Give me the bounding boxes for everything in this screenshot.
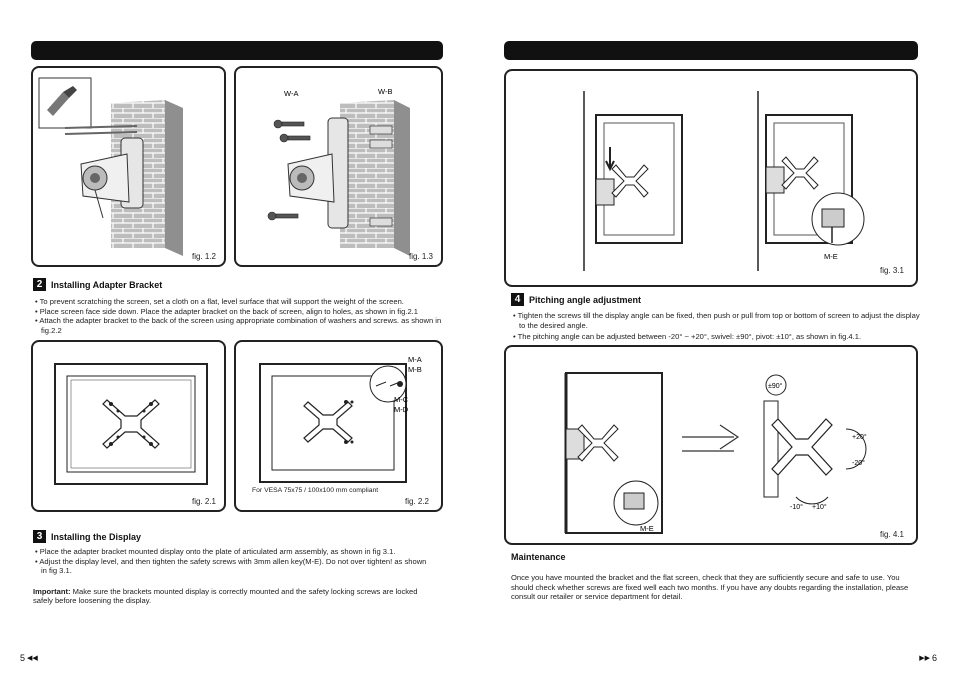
install-display-illustration: M-E xyxy=(583,91,865,271)
left-arrows-icon: ◀◀ xyxy=(27,655,38,662)
label-m-b: M-B xyxy=(408,365,422,374)
section-4-bullet: • The pitching angle can be adjusted bet… xyxy=(513,332,862,342)
fig-1-3-caption: fig. 1.3 xyxy=(408,252,433,261)
fig-3-1-caption: fig. 3.1 xyxy=(879,266,904,275)
section-2-title: Installing Adapter Bracket xyxy=(51,279,163,290)
section-2-number: 2 xyxy=(33,278,46,291)
label-pivot-left: -10° xyxy=(790,503,803,511)
figure-4-1: M-E ±90° +20° -20° -10° +10° fig. 4.1 xyxy=(504,345,918,545)
section-4-bullet-text: The pitching angle can be adjusted betwe… xyxy=(517,332,862,342)
label-m-a: M-A xyxy=(408,355,422,364)
important-text: Make sure the brackets mounted display i… xyxy=(33,586,418,606)
section-4-text: • Tighten the screws till the display an… xyxy=(511,311,921,342)
figure-2-1: fig. 2.1 xyxy=(31,340,226,512)
figure-1-2: fig. 1.2 xyxy=(31,66,226,267)
section-4-bullet: • Tighten the screws till the display an… xyxy=(513,311,920,330)
label-pitch-down: -20° xyxy=(852,459,865,467)
left-header-bar xyxy=(31,41,443,60)
wall-mount-illustration xyxy=(38,77,183,256)
fig-2-1-caption: fig. 2.1 xyxy=(191,497,216,506)
fig-4-1-caption: fig. 4.1 xyxy=(879,530,904,539)
label-w-b: W-B xyxy=(378,87,392,96)
figure-3-1: M-E fig. 3.1 xyxy=(504,69,918,287)
page-number-6: 6 xyxy=(931,653,937,663)
figure-1-3: W-A W-B fig. 1.3 xyxy=(234,66,443,267)
section-2-text: • To prevent scratching the screen, set … xyxy=(33,297,445,335)
section-2-bullet: • To prevent scratching the screen, set … xyxy=(35,297,404,306)
label-m-c: M-C xyxy=(394,395,409,404)
section-4-number: 4 xyxy=(511,293,524,306)
right-header-bar xyxy=(504,41,918,60)
important-label: Important: xyxy=(33,586,71,596)
angle-adjustment-illustration: M-E ±90° +20° -20° -10° +10° xyxy=(564,372,867,534)
section-2-bullet: • Attach the adapter bracket to the back… xyxy=(35,316,442,335)
section-4-title: Pitching angle adjustment xyxy=(529,294,642,305)
section-3-bullet: • Adjust the display level, and then tig… xyxy=(35,556,427,576)
label-m-e: M-E xyxy=(824,252,838,261)
section-4-heading: 4 Pitching angle adjustment xyxy=(511,293,641,306)
right-page-number: ▶▶ 6 xyxy=(919,653,937,663)
adapter-attached-illustration: M-A M-B M-C M-D xyxy=(259,355,422,483)
section-3-bullet: • Place the adapter bracket mounted disp… xyxy=(35,547,396,556)
section-3-heading: 3 Installing the Display xyxy=(33,530,141,543)
section-3-text: • Place the adapter bracket mounted disp… xyxy=(33,547,433,606)
screws-and-anchors-illustration: W-A W-B xyxy=(267,87,410,256)
vesa-note: For VESA 75x75 / 100x100 mm compliant xyxy=(252,487,379,494)
maintenance-title: Maintenance xyxy=(511,552,566,562)
figure-2-2: M-A M-B M-C M-D For VESA 75x75 / 100x100… xyxy=(234,340,443,512)
section-4-bullet-text: Tighten the screws till the display angl… xyxy=(517,311,920,330)
left-page-number: 5 ◀◀ xyxy=(20,653,38,663)
label-pitch-up: +20° xyxy=(852,433,867,441)
section-2-heading: 2 Installing Adapter Bracket xyxy=(33,278,162,291)
label-m-e-4-1: M-E xyxy=(640,524,654,533)
fig-1-2-caption: fig. 1.2 xyxy=(191,252,216,261)
label-swivel: ±90° xyxy=(768,382,783,390)
right-arrows-icon: ▶▶ xyxy=(919,655,930,662)
page-number-5: 5 xyxy=(20,653,26,663)
label-m-d: M-D xyxy=(394,405,409,414)
important-note: Important: Make sure the brackets mounte… xyxy=(33,587,433,606)
section-3-title: Installing the Display xyxy=(51,531,142,542)
label-pivot-right: +10° xyxy=(812,503,827,511)
maintenance-text: Once you have mounted the bracket and th… xyxy=(511,573,909,602)
section-2-bullet: • Place screen face side down. Place the… xyxy=(35,306,418,316)
fig-2-2-caption: fig. 2.2 xyxy=(404,497,429,506)
label-w-a: W-A xyxy=(284,89,298,98)
section-3-number: 3 xyxy=(33,530,46,543)
screen-back-illustration xyxy=(54,363,208,485)
